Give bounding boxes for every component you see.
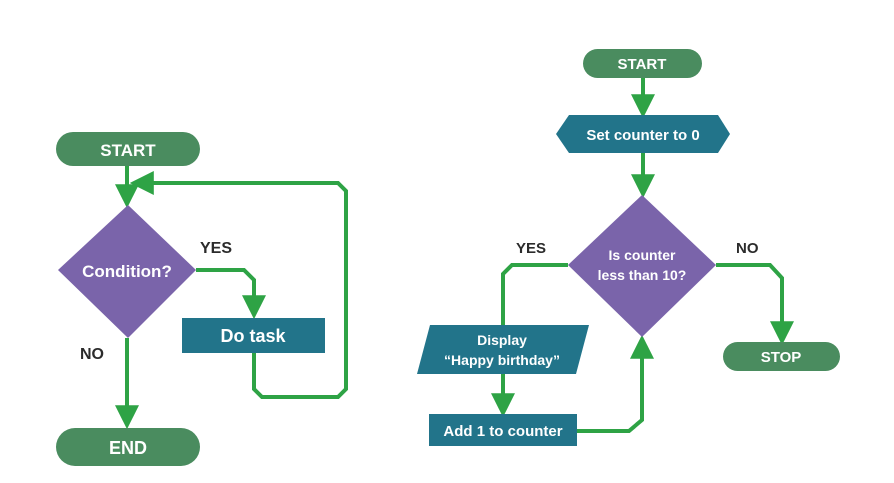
right-increment-process: Add 1 to counter bbox=[429, 414, 577, 446]
right-stop-terminal: STOP bbox=[723, 342, 840, 371]
terminal-shape bbox=[723, 342, 840, 371]
right-decision-label-line1: Is counter bbox=[609, 247, 676, 263]
right-increment-label: Add 1 to counter bbox=[443, 423, 562, 440]
connector-add-to-decision bbox=[577, 334, 654, 433]
left-start-label: START bbox=[100, 141, 156, 160]
right-decision-label-line2: less than 10? bbox=[598, 267, 687, 283]
left-decision: Condition? bbox=[58, 205, 196, 338]
left-end-terminal: END bbox=[56, 428, 200, 466]
right-no-label: NO bbox=[736, 240, 759, 257]
preparation-shape bbox=[556, 115, 730, 153]
terminal-shape bbox=[56, 428, 200, 466]
terminal-shape bbox=[56, 132, 200, 166]
process-shape bbox=[429, 414, 577, 446]
decision-shape bbox=[58, 205, 196, 338]
connector-yes-to-task bbox=[196, 268, 266, 320]
right-display-output: Display “Happy birthday” bbox=[417, 325, 589, 374]
left-flowchart: START Condition? YES NO Do task END bbox=[56, 132, 348, 466]
right-flowchart: START Set counter to 0 Is counter less t… bbox=[417, 49, 840, 446]
right-init-preparation: Set counter to 0 bbox=[556, 115, 730, 153]
process-shape bbox=[182, 318, 325, 353]
left-no-label: NO bbox=[80, 346, 104, 363]
right-display-label-line1: Display bbox=[477, 332, 527, 348]
right-decision: Is counter less than 10? bbox=[568, 195, 716, 337]
right-stop-label: STOP bbox=[761, 349, 802, 366]
right-init-label: Set counter to 0 bbox=[586, 127, 699, 144]
io-shape bbox=[417, 325, 589, 374]
terminal-shape bbox=[583, 49, 702, 78]
left-end-label: END bbox=[109, 438, 147, 458]
connector-loop-back bbox=[129, 171, 348, 399]
left-task-process: Do task bbox=[182, 318, 325, 353]
right-start-label: START bbox=[618, 56, 667, 73]
decision-shape bbox=[568, 195, 716, 337]
left-yes-label: YES bbox=[200, 240, 232, 257]
connector-yes-to-display bbox=[501, 263, 568, 325]
left-decision-label: Condition? bbox=[82, 262, 172, 281]
connector-no-to-stop bbox=[716, 263, 794, 346]
left-task-label: Do task bbox=[220, 326, 286, 346]
right-start-terminal: START bbox=[583, 49, 702, 78]
left-start-terminal: START bbox=[56, 132, 200, 166]
right-yes-label: YES bbox=[516, 240, 546, 257]
right-display-label-line2: “Happy birthday” bbox=[444, 352, 560, 368]
